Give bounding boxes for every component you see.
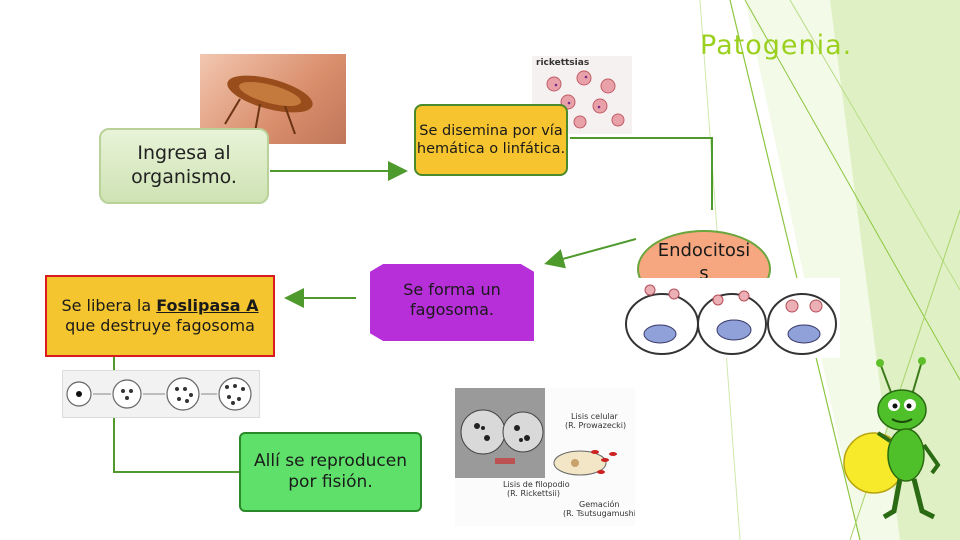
label-prowazecki: (R. Prowazecki) [565,421,626,430]
endocytosis-cells-image [622,278,840,358]
label-rickettsii: (R. Rickettsii) [507,489,560,498]
libera-suffix: que destruye fagosoma [65,316,255,335]
endocytosis-cells-icon [622,278,840,358]
node-fagosoma: Se forma un fagosoma. [370,264,534,341]
label-tsutsugamushi: (R. Tsutsugamushi) [563,509,635,518]
arrow-endo-to-fagosoma [548,239,636,263]
label-lisis-filopodio: Lisis de filopodio [503,480,570,489]
libera-prefix: Se libera la [61,296,156,315]
endocitosis-line-1: Endocitosi [658,240,751,263]
label-lisis-celular: Lisis celular [571,412,618,421]
node-allise: Allí se reproducen por fisión. [239,432,422,512]
label-gemacion: Gemación [579,500,619,509]
micrograph-image: Lisis celular (R. Prowazecki) Lisis de f… [455,388,635,526]
node-ingresa: Ingresa al organismo. [99,128,269,204]
node-disemina: Se disemina por vía hemática o linfática… [414,104,568,176]
binary-fission-icon [63,371,259,417]
division-strip-image [62,370,260,418]
connector-disemina-to-endo [570,138,712,210]
bug-mascot-icon [840,355,950,535]
libera-enzyme: Foslipasa A [156,296,258,315]
node-libera: Se libera la Foslipasa A que destruye fa… [45,275,275,357]
